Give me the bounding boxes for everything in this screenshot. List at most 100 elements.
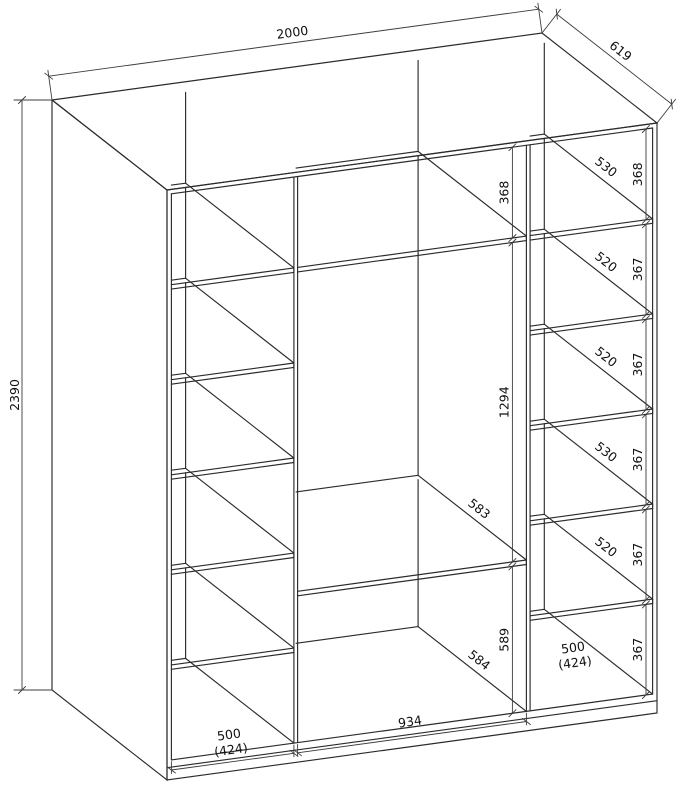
dim-label-mid-width: 934 <box>397 712 423 730</box>
dimension-tick <box>293 749 303 757</box>
dim-label-mid-shelf-depth: 583 <box>465 495 493 522</box>
dimension-lines <box>13 2 676 774</box>
dimension-labels: 2000 619 2390 368 1294 589 368 367 367 367 367 367 5… <box>7 23 645 760</box>
dimension-tick <box>521 717 531 725</box>
bottom-inner-edge <box>170 693 654 761</box>
bottom-surface <box>295 625 527 712</box>
dimension-tick <box>18 96 26 104</box>
top-rail-edge <box>170 127 654 195</box>
dimension-tick <box>641 691 650 699</box>
extension-line <box>656 98 676 124</box>
shelf-front-edge <box>170 366 295 385</box>
dim-label-mid-bottom-depth: 584 <box>465 647 493 674</box>
dim-label-right-bottom-width-alt: (424) <box>557 653 592 672</box>
dim-label-right-height-4: 367 <box>630 543 645 567</box>
dim-label-right-height-0: 368 <box>630 162 645 186</box>
dim-label-mid-top-gap: 368 <box>496 181 511 205</box>
dimension-tick <box>508 562 517 571</box>
shelf-surface <box>170 182 295 269</box>
dimension-tick <box>508 234 517 243</box>
shelf-front-edge <box>529 313 654 332</box>
dimension-line <box>48 8 540 77</box>
shelf-front-edge <box>297 563 527 597</box>
dim-label-right-height-5: 367 <box>630 638 645 662</box>
plinth-edge <box>166 700 658 769</box>
dimension-line <box>170 752 295 771</box>
dim-label-right-shelf-depth-3: 530 <box>592 439 620 466</box>
shelf-front-edge <box>529 507 654 526</box>
dimension-tick <box>534 5 544 13</box>
dim-label-overall-height: 2390 <box>7 379 22 411</box>
extension-line <box>541 8 561 34</box>
front-frame <box>166 122 658 781</box>
dimension-tick <box>508 557 517 566</box>
dim-label-right-bottom-width: 500 <box>560 638 586 656</box>
dim-label-right-height-2: 367 <box>630 353 645 377</box>
dimension-tick <box>44 72 54 80</box>
dimension-tick <box>641 505 650 514</box>
dim-label-right-shelf-depth-2: 520 <box>592 343 620 370</box>
shelf-front-edge <box>170 457 295 476</box>
shelf-front-edge <box>170 556 295 575</box>
shelf-front-edge <box>529 222 654 241</box>
dim-label-right-shelf-depth-4: 520 <box>592 534 620 561</box>
dimension-tick <box>641 600 650 609</box>
dimension-tick <box>641 310 650 319</box>
dim-label-overall-width: 2000 <box>276 23 310 42</box>
dimension-tick <box>641 405 650 414</box>
left-side-panel <box>51 99 168 782</box>
dimension-tick <box>641 215 650 224</box>
shelf-front-edge <box>529 503 654 522</box>
shelf-front-edge <box>297 240 527 273</box>
dimension-tick <box>641 595 650 604</box>
shelf-surface <box>295 150 527 237</box>
dimension-tick <box>508 143 517 152</box>
dim-label-right-height-3: 367 <box>630 448 645 472</box>
shelf-front-edge <box>170 651 295 670</box>
shelf-front-edge <box>297 235 527 268</box>
shelf-front-edge <box>170 552 295 571</box>
dimension-line <box>556 13 673 105</box>
dimension-tick <box>641 124 650 133</box>
shelf-surface <box>170 562 295 649</box>
shelf-surface <box>170 277 295 364</box>
extension-line <box>537 2 543 34</box>
shelf-front-edge <box>170 267 295 286</box>
dimension-tick <box>18 686 26 694</box>
dimension-tick <box>670 98 673 110</box>
shelf-front-edge <box>170 647 295 666</box>
dim-label-right-shelf-depth-1: 520 <box>592 248 620 275</box>
dimension-line <box>297 721 527 754</box>
dim-label-right-height-1: 367 <box>630 258 645 282</box>
shelf-front-edge <box>529 598 654 617</box>
dim-label-mid-bottom-gap: 589 <box>496 628 511 652</box>
shelf-surface <box>295 474 527 561</box>
shelf-front-edge <box>529 317 654 336</box>
shelf-front-edge <box>297 559 527 592</box>
dimension-tick <box>166 766 176 774</box>
dimension-tick <box>641 315 650 324</box>
shelf-front-edge <box>529 218 654 237</box>
dimension-tick <box>508 709 517 718</box>
shelf-surface <box>170 372 295 459</box>
dim-label-overall-depth: 619 <box>607 38 635 65</box>
shelf-front-edge <box>529 602 654 621</box>
shelf-front-edge <box>529 408 654 427</box>
dim-label-left-bottom-width: 500 <box>216 725 242 743</box>
dim-label-mid-hanging: 1294 <box>496 386 511 418</box>
shelf-front-edge <box>170 461 295 480</box>
shelf-front-edge <box>529 412 654 431</box>
cabinet-lines <box>51 32 659 782</box>
extension-line <box>47 69 53 101</box>
shelf-front-edge <box>170 271 295 290</box>
shelf-front-edge <box>170 362 295 381</box>
top-panel <box>51 32 659 191</box>
dimension-tick <box>555 8 558 20</box>
dimension-tick <box>508 238 517 247</box>
dimension-tick <box>641 410 650 419</box>
dimension-tick <box>289 749 299 757</box>
shelf-surface <box>170 467 295 554</box>
dim-label-left-bottom-width-alt: (424) <box>213 740 248 759</box>
